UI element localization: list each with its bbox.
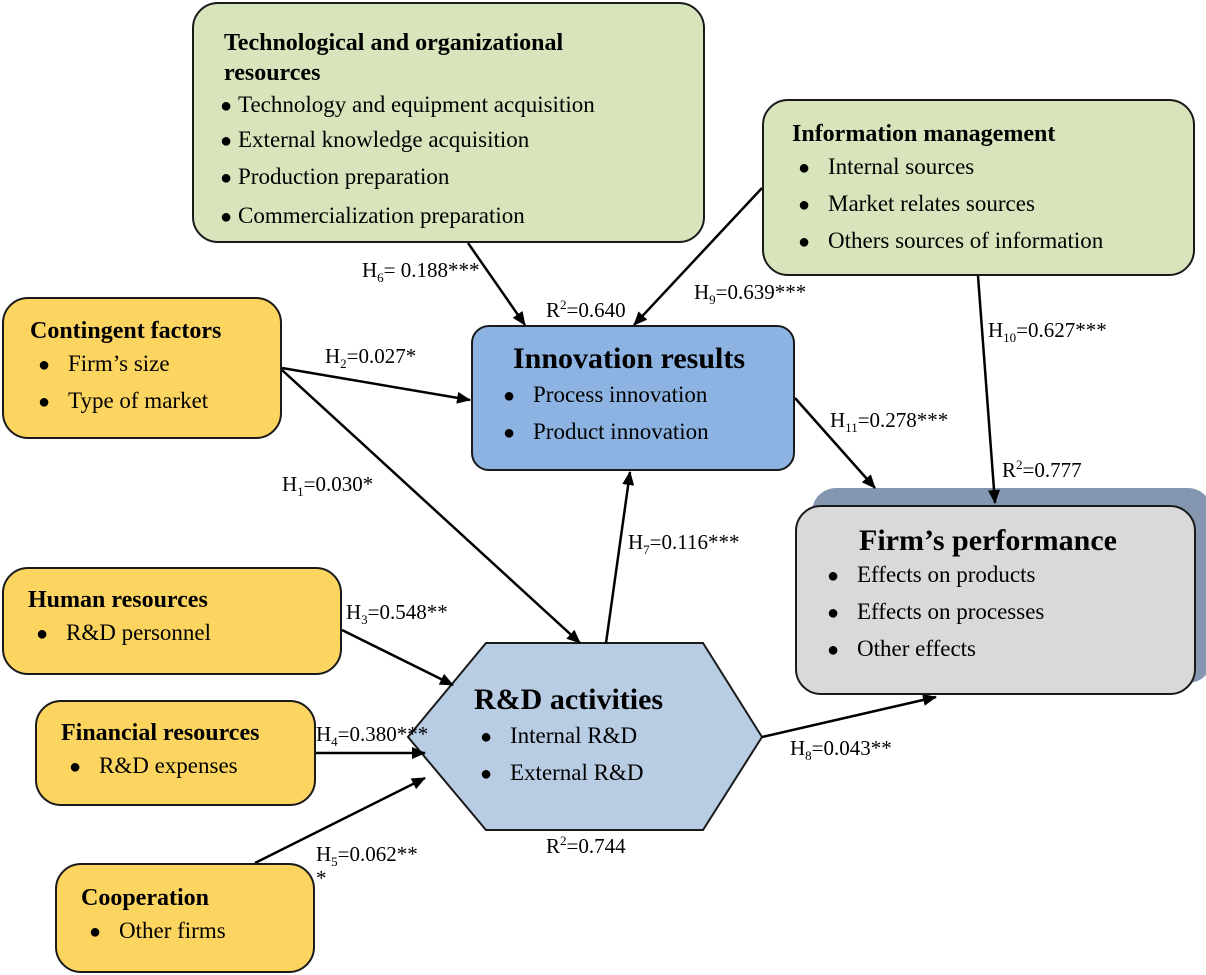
cooperation-title: Cooperation [81, 885, 209, 911]
label-h2: H2=0.027* [325, 344, 417, 372]
arrow-h10 [976, 275, 1001, 504]
label-h9: H9=0.639*** [694, 280, 807, 308]
list-item: ●Others sources of information [798, 223, 1193, 260]
tech-org-title-line2: resources [224, 60, 321, 86]
information-management-list: ●Internal sources ●Market relates source… [798, 149, 1193, 260]
list-item: ●Internal sources [798, 149, 1193, 186]
label-h7: H7=0.116*** [628, 530, 740, 558]
bullet-icon: ● [503, 385, 516, 407]
firms-performance-list: ●Effects on products ●Effects on process… [827, 557, 1194, 668]
cooperation-box: Cooperation ●Other firms [55, 863, 315, 973]
list-item: ●Market relates sources [798, 186, 1193, 223]
list-item: ●Process innovation [503, 377, 793, 414]
bullet-icon: ● [480, 726, 493, 748]
human-resources-list: ●R&D personnel [36, 615, 340, 652]
label-h3: H3=0.548** [346, 600, 448, 628]
label-h10: H10=0.627*** [988, 318, 1107, 346]
bullet-icon: ● [220, 130, 233, 152]
r-squared-rd: R2=0.744 [546, 833, 626, 858]
label-h8: H8=0.043** [790, 736, 892, 764]
list-item: ●Firm’s size [38, 346, 280, 383]
list-item: ●Production preparation [220, 158, 703, 197]
list-item: ●Other effects [827, 631, 1194, 668]
innovation-results-list: ●Process innovation ●Product innovation [503, 377, 793, 451]
contingent-factors-box: Contingent factors ●Firm’s size ●Type of… [2, 297, 282, 439]
arrow-h11 [794, 397, 876, 489]
innovation-results-box: Innovation results ●Process innovation ●… [471, 325, 795, 471]
arrow-h7 [604, 471, 635, 644]
arrow-h3 [341, 628, 454, 687]
arrow-h5 [254, 776, 426, 865]
list-item: ●Other firms [89, 913, 313, 950]
label-h5: H5=0.062** * [316, 842, 418, 890]
r-squared-performance: R2=0.777 [1002, 457, 1082, 482]
bullet-icon: ● [480, 763, 493, 785]
label-h4: H4=0.380*** [316, 722, 429, 750]
tech-org-title: Technological and organizational resourc… [224, 28, 703, 88]
rd-activities-list: ●Internal R&D ●External R&D [480, 718, 718, 792]
information-management-box: Information management ●Internal sources… [762, 99, 1195, 276]
rd-activities-hexagon [406, 642, 764, 831]
list-item: ●Commercialization preparation [220, 197, 703, 236]
list-item: ●Type of market [38, 383, 280, 420]
list-item: ●Product innovation [503, 414, 793, 451]
arrow-h1 [281, 369, 581, 644]
list-item: ●Effects on products [827, 557, 1194, 594]
list-item: ●Technology and equipment acquisition [220, 88, 703, 123]
label-h1: H1=0.030* [282, 472, 374, 500]
label-h6: H6= 0.188*** [362, 258, 480, 286]
bullet-icon: ● [503, 422, 516, 444]
list-item: ●R&D expenses [69, 748, 314, 785]
bullet-icon: ● [220, 95, 233, 117]
arrow-h9 [633, 187, 763, 326]
innovation-results-title: Innovation results [513, 342, 746, 375]
list-item: ●External knowledge acquisition [220, 123, 703, 158]
financial-resources-box: Financial resources ●R&D expenses [35, 700, 316, 806]
bullet-icon: ● [220, 206, 233, 228]
bullet-icon: ● [38, 354, 51, 376]
list-item: ●Effects on processes [827, 594, 1194, 631]
list-item: ●Internal R&D [480, 718, 718, 755]
bullet-icon: ● [827, 602, 840, 624]
arrow-h6 [466, 242, 527, 326]
list-item: ●R&D personnel [36, 615, 340, 652]
tech-org-title-line1: Technological and organizational [224, 30, 564, 56]
label-h11: H11=0.278*** [830, 408, 949, 436]
tech-org-resources-box: Technological and organizational resourc… [192, 2, 705, 243]
bullet-icon: ● [798, 157, 811, 179]
financial-resources-title: Financial resources [61, 720, 260, 746]
bullet-icon: ● [69, 756, 82, 778]
rd-activities-title: R&D activities [474, 683, 664, 716]
r-squared-innovation: R2=0.640 [546, 297, 626, 322]
information-management-title: Information management [792, 121, 1056, 147]
cooperation-list: ●Other firms [89, 913, 313, 950]
bullet-icon: ● [798, 231, 811, 253]
bullet-icon: ● [89, 921, 102, 943]
bullet-icon: ● [36, 623, 49, 645]
human-resources-title: Human resources [28, 587, 208, 613]
rd-activities-content: R&D activities ●Internal R&D ●External R… [468, 682, 718, 792]
bullet-icon: ● [827, 639, 840, 661]
bullet-icon: ● [827, 565, 840, 587]
financial-resources-list: ●R&D expenses [69, 748, 314, 785]
contingent-factors-list: ●Firm’s size ●Type of market [38, 346, 280, 420]
firms-performance-title: Firm’s performance [859, 524, 1117, 557]
bullet-icon: ● [798, 194, 811, 216]
arrow-h2 [281, 366, 471, 404]
tech-org-list: ●Technology and equipment acquisition ●E… [220, 88, 703, 236]
human-resources-box: Human resources ●R&D personnel [2, 567, 342, 675]
bullet-icon: ● [220, 167, 233, 189]
contingent-factors-title: Contingent factors [30, 318, 222, 344]
list-item: ●External R&D [480, 755, 718, 792]
arrow-h8 [761, 694, 937, 739]
bullet-icon: ● [38, 391, 51, 413]
firms-performance-box: Firm’s performance ●Effects on products … [795, 505, 1196, 695]
